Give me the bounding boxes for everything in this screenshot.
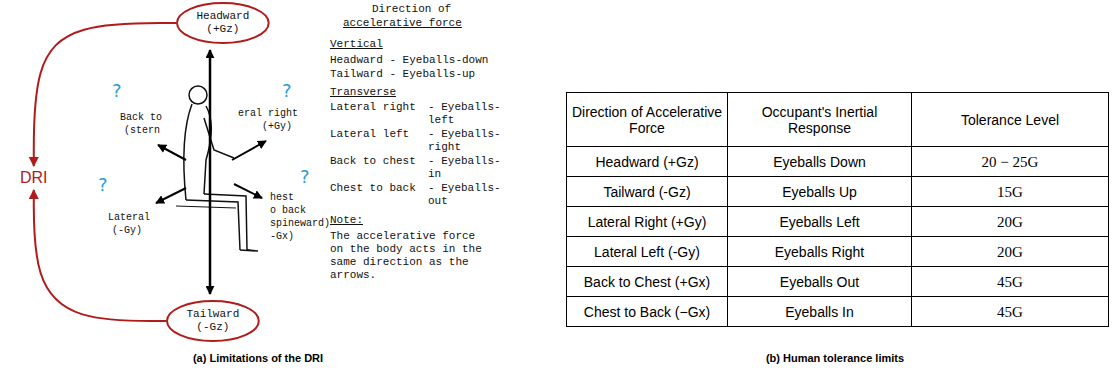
table-cell: Lateral Left (-Gy) — [567, 237, 727, 266]
axis-label: (-Gy) — [112, 225, 142, 237]
note-text: Headward - Eyeballs-down — [330, 54, 488, 67]
table-cell: 20 − 25G — [912, 147, 1108, 176]
table-cell: Eyeballs Down — [728, 147, 911, 176]
table-cell: 45G — [912, 267, 1108, 296]
axis-label: hest — [270, 192, 294, 204]
table-cell: Direction of Accelerative Force — [567, 93, 727, 146]
axis-label: spineward) — [270, 218, 330, 230]
table-grid — [567, 93, 1109, 327]
force-name: Headward (+Gz) — [192, 10, 254, 36]
caption: (a) Limitations of the DRI — [148, 352, 368, 364]
note-text: Direction of — [372, 3, 451, 16]
note-text: Chest to back — [330, 182, 416, 195]
table-cell: Back to Chest (+Gx) — [567, 267, 727, 296]
question-mark: ? — [98, 174, 108, 195]
note-text: - Eyeballs- left — [428, 101, 508, 127]
note-text: Back to chest — [330, 155, 416, 168]
force-ellipse: Headward (+Gz) — [176, 2, 270, 44]
table-cell: Tolerance Level — [912, 93, 1108, 146]
note-text: - Eyeballs- in — [428, 155, 508, 181]
note-text: Lateral left — [330, 128, 409, 141]
index-name: DRI — [20, 169, 48, 187]
vertical-force-arrow — [209, 50, 212, 294]
note-heading: Transverse — [330, 86, 396, 99]
table-cell: Tailward (-Gz) — [567, 177, 727, 206]
caption: (b) Human tolerance limits — [725, 352, 945, 364]
axis-label: Lateral — [108, 212, 150, 224]
question-mark: ? — [282, 80, 292, 101]
table-cell: Headward (+Gz) — [567, 147, 727, 176]
note-text: Tailward - Eyeballs-up — [330, 68, 475, 81]
table-cell: 15G — [912, 177, 1108, 206]
note-heading: Note: — [330, 214, 363, 227]
force-name: Tailward (-Gz) — [182, 308, 244, 334]
note-text: The accelerative force on the body acts … — [330, 230, 490, 282]
axis-label: -Gx) — [270, 231, 294, 243]
table-cell: Eyeballs In — [728, 297, 911, 326]
question-mark: ? — [300, 166, 310, 187]
axis-label: (+Gy) — [262, 121, 292, 133]
curved-arrow — [34, 23, 176, 166]
table-cell: Lateral Right (+Gy) — [567, 207, 727, 236]
axis-label: (stern — [124, 125, 160, 137]
table-cell: Eyeballs Out — [728, 267, 911, 296]
transverse-arrows — [156, 141, 266, 203]
curved-arrow — [34, 190, 166, 321]
note-heading: Vertical — [330, 38, 383, 51]
dri-label: DRI — [16, 166, 52, 190]
note-text: - Eyeballs- out — [428, 182, 508, 208]
note-text: Lateral right — [330, 101, 416, 114]
table-cell: 45G — [912, 297, 1108, 326]
table-cell: Eyeballs Right — [728, 237, 911, 266]
axis-label: Back to — [120, 112, 162, 124]
table-cell: 20G — [912, 207, 1108, 236]
axis-label: eral right — [238, 108, 298, 120]
note-heading: accelerative force — [343, 17, 462, 30]
table-cell: Eyeballs Up — [728, 177, 911, 206]
note-text: - Eyeballs- right — [428, 128, 508, 154]
axis-label: o back — [270, 205, 306, 217]
table-cell: Occupant's Inertial Response — [728, 93, 911, 146]
force-ellipse: Tailward (-Gz) — [166, 300, 260, 342]
table-cell: Chest to Back (−Gx) — [567, 297, 727, 326]
table-cell: 20G — [912, 237, 1108, 266]
table-cell: Eyeballs Left — [728, 207, 911, 236]
question-mark: ? — [112, 80, 122, 101]
